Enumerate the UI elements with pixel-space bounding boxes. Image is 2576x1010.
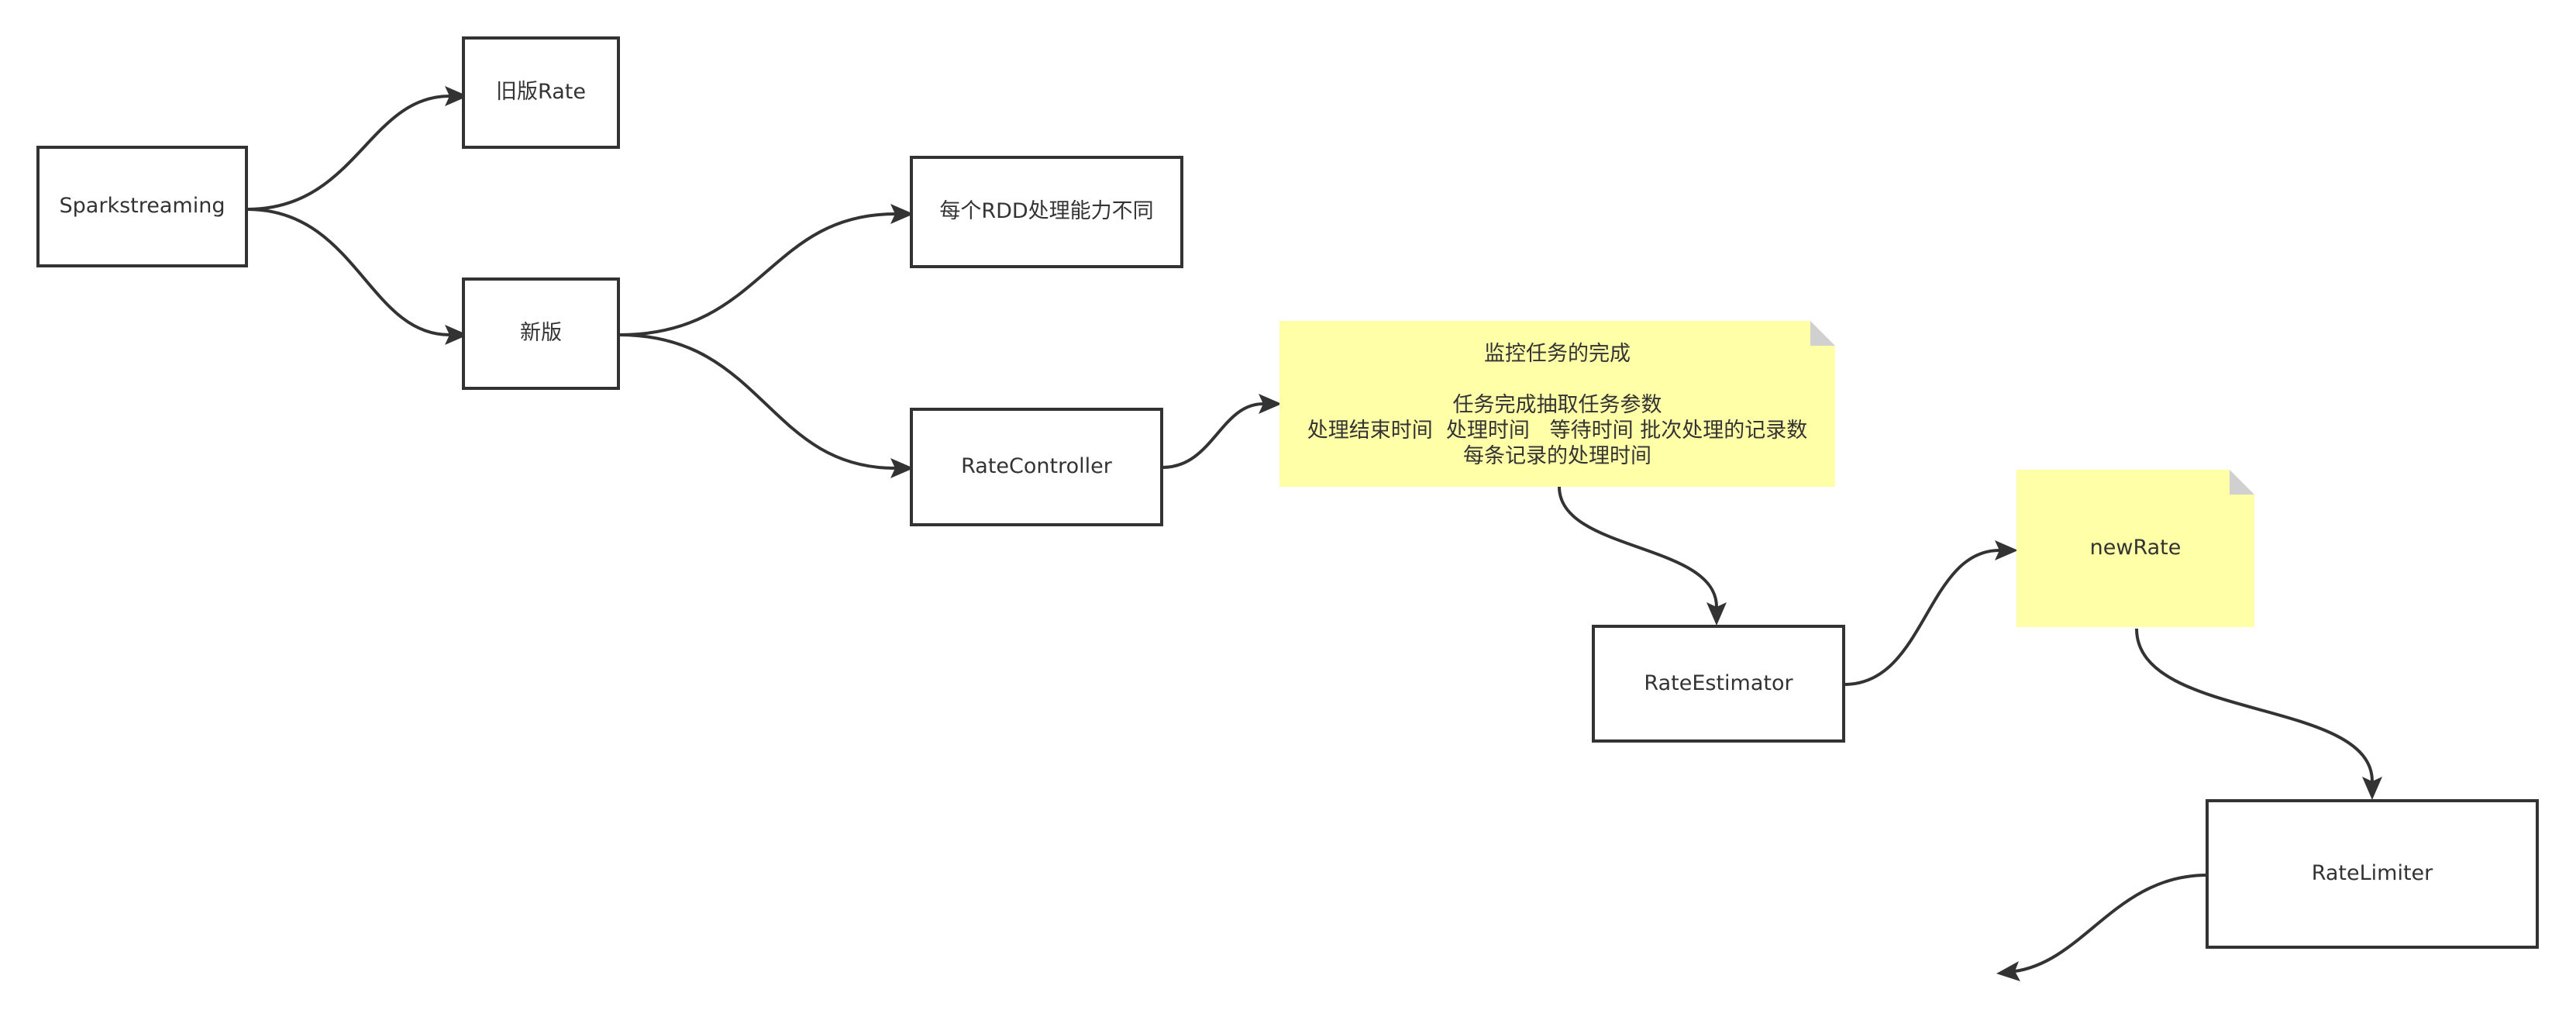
arrowhead-monitor-note (1259, 394, 1282, 414)
arrowhead-rate-controller (890, 458, 914, 478)
arrowhead-rate-estimator (1706, 602, 1727, 626)
new-version-node[interactable]: 新版 (462, 277, 620, 390)
arrowhead-outgoing (1996, 961, 2020, 981)
monitor-note-title: 监控任务的完成 (1484, 342, 1631, 366)
edge-new-version-to-rdd-capability (618, 212, 896, 336)
note-fold-corner (2230, 470, 2254, 495)
new-rate-note[interactable]: newRate (2016, 470, 2254, 627)
arrowhead-new-rate-note (1995, 540, 2018, 560)
new-version-label: 新版 (520, 321, 562, 346)
edge-sparkstreaming-to-old-rate (246, 95, 450, 211)
rate-controller-label: RateController (961, 454, 1112, 479)
monitor-note-line3: 每条记录的处理时间 (1463, 443, 1651, 468)
edge-rate-controller-to-monitor-note (1162, 402, 1264, 469)
sparkstreaming-label: Sparkstreaming (59, 194, 226, 219)
monitor-note-line2: 处理结束时间 处理时间 等待时间 批次处理的记录数 (1307, 418, 1808, 443)
rdd-capability-node[interactable]: 每个RDD处理能力不同 (910, 156, 1183, 268)
old-rate-node[interactable]: 旧版Rate (462, 36, 620, 149)
monitor-note-spacer (1279, 367, 1835, 393)
new-rate-label: newRate (2089, 536, 2182, 560)
rate-controller-node[interactable]: RateController (910, 408, 1163, 526)
old-rate-label: 旧版Rate (496, 80, 586, 105)
rate-limiter-label: RateLimiter (2311, 861, 2433, 886)
arrowhead-rate-limiter (2362, 777, 2382, 800)
edge-new-rate-note-to-rate-limiter (2135, 628, 2374, 782)
rate-limiter-node[interactable]: RateLimiter (2206, 799, 2539, 949)
rate-estimator-node[interactable]: RateEstimator (1592, 625, 1845, 743)
sparkstreaming-node[interactable]: Sparkstreaming (36, 146, 248, 267)
edge-monitor-note-to-rate-estimator (1558, 486, 1718, 608)
arrowhead-rdd-capability (890, 204, 914, 224)
arrowhead-old-rate (445, 86, 468, 106)
rdd-capability-label: 每个RDD处理能力不同 (939, 199, 1154, 224)
edge-new-version-to-rate-controller (618, 333, 896, 470)
edge-rate-limiter-outgoing (2014, 874, 2208, 973)
note-fold-corner (1810, 321, 1835, 346)
monitor-note[interactable]: 监控任务的完成 任务完成抽取任务参数 处理结束时间 处理时间 等待时间 批次处理… (1279, 321, 1835, 487)
edge-sparkstreaming-to-new-version (246, 208, 450, 336)
rate-estimator-label: RateEstimator (1644, 670, 1793, 695)
arrowhead-new-version (445, 325, 468, 345)
monitor-note-line1: 任务完成抽取任务参数 (1452, 392, 1662, 417)
edge-rate-estimator-to-new-rate-note (1844, 549, 2000, 686)
